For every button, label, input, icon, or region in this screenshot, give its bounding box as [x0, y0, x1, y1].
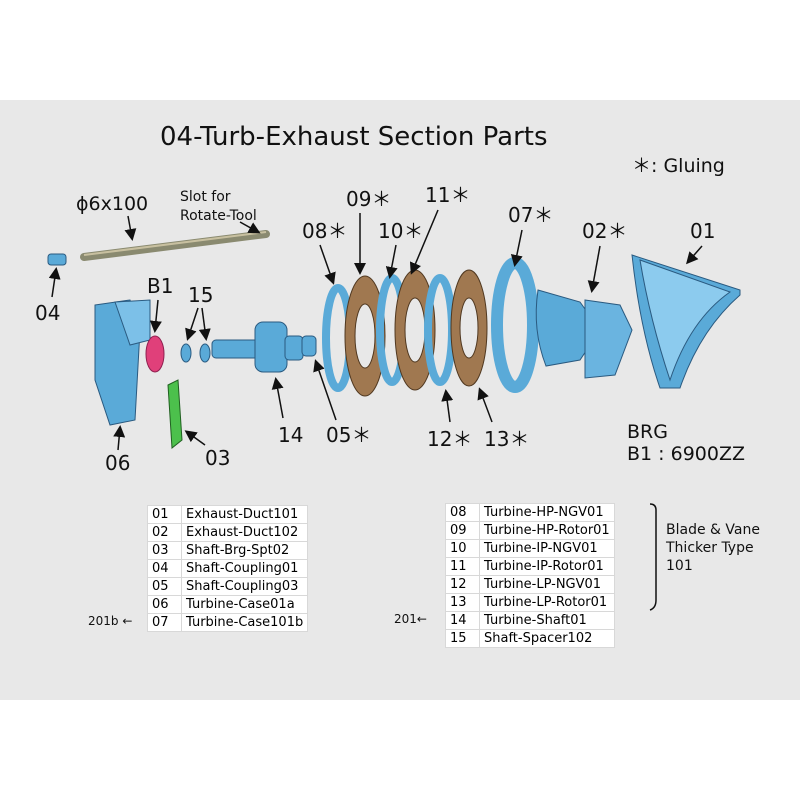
part-01 — [631, 254, 741, 389]
part-name: Turbine-Case101b — [180, 613, 309, 632]
gluing-note: ＊: Gluing — [632, 155, 725, 177]
part-name: Shaft-Coupling03 — [180, 577, 309, 596]
part-name: Exhaust-Duct101 — [180, 505, 309, 524]
part-name: Turbine-IP-NGV01 — [479, 539, 615, 558]
bearing-heading: BRG — [627, 421, 668, 443]
part-name: Turbine-IP-Rotor01 — [479, 557, 615, 576]
part-number: 05 — [147, 577, 182, 596]
part-number: 03 — [147, 541, 182, 560]
callout-07: 07＊ — [508, 203, 553, 227]
rod-part — [80, 230, 270, 261]
page-title: 04-Turb-Exhaust Section Parts — [160, 122, 548, 152]
callout-06: 06 — [105, 451, 130, 475]
part-name: Turbine-LP-NGV01 — [479, 575, 615, 594]
part-14 — [211, 321, 304, 373]
slot-label-2: Rotate-Tool — [180, 208, 257, 224]
part-12 — [424, 274, 456, 386]
part-name: Turbine-LP-Rotor01 — [479, 593, 615, 612]
callout-02: 02＊ — [582, 219, 627, 243]
callout-10: 10＊ — [378, 219, 423, 243]
bracket-note-line-1: Blade & Vane — [666, 522, 760, 538]
bearing-spec: B1 : 6900ZZ — [627, 443, 745, 465]
part-number: 01 — [147, 505, 182, 524]
part-07 — [491, 257, 539, 393]
part-02 — [535, 289, 633, 379]
part-name: Turbine-Case01a — [180, 595, 309, 614]
part-name: Turbine-HP-NGV01 — [479, 503, 615, 522]
part-name: Turbine-Shaft01 — [479, 611, 615, 630]
bracket — [649, 503, 657, 611]
part-name: Exhaust-Duct102 — [180, 523, 309, 542]
part-number: 13 — [445, 593, 480, 612]
callout-03: 03 — [205, 446, 230, 470]
part-name: Shaft-Spacer102 — [479, 629, 615, 648]
callout-01: 01 — [690, 219, 715, 243]
slot-label-1: Slot for — [180, 189, 231, 205]
callout-11: 11＊ — [425, 183, 470, 207]
part-13 — [450, 269, 488, 387]
ref-left: 201b ← — [88, 614, 133, 628]
part-03 — [167, 379, 183, 449]
part-number: 02 — [147, 523, 182, 542]
part-number: 10 — [445, 539, 480, 558]
bracket-note: Blade & Vane Thicker Type 101 — [666, 521, 760, 575]
part-name: Turbine-HP-Rotor01 — [479, 521, 615, 540]
part-name: Shaft-Brg-Spt02 — [180, 541, 309, 560]
part-05 — [301, 335, 317, 357]
part-name: Shaft-Coupling01 — [180, 559, 309, 578]
bearing-b1 — [145, 335, 165, 373]
callout-04: 04 — [35, 301, 60, 325]
part-09 — [344, 275, 386, 397]
callout-12: 12＊ — [427, 427, 472, 451]
part-number: 04 — [147, 559, 182, 578]
part-15b — [199, 343, 211, 363]
ref-right: 201← — [394, 612, 427, 626]
part-15a — [180, 343, 192, 363]
part-number: 08 — [445, 503, 480, 522]
callout-b1: B1 — [147, 274, 173, 298]
part-number: 09 — [445, 521, 480, 540]
part-number: 06 — [147, 595, 182, 614]
callout-08: 08＊ — [302, 219, 347, 243]
callout-09: 09＊ — [346, 187, 391, 211]
callout-13: 13＊ — [484, 427, 529, 451]
part-04 — [47, 253, 67, 266]
part-number: 14 — [445, 611, 480, 630]
part-number: 11 — [445, 557, 480, 576]
part-number: 07 — [147, 613, 182, 632]
bracket-note-line-2: Thicker Type — [666, 540, 754, 556]
rod-label: ϕ6x100 — [76, 193, 148, 215]
callout-15: 15 — [188, 283, 213, 307]
part-number: 15 — [445, 629, 480, 648]
bracket-note-line-3: 101 — [666, 558, 693, 574]
part-number: 12 — [445, 575, 480, 594]
callout-14: 14 — [278, 423, 303, 447]
callout-05: 05＊ — [326, 423, 371, 447]
